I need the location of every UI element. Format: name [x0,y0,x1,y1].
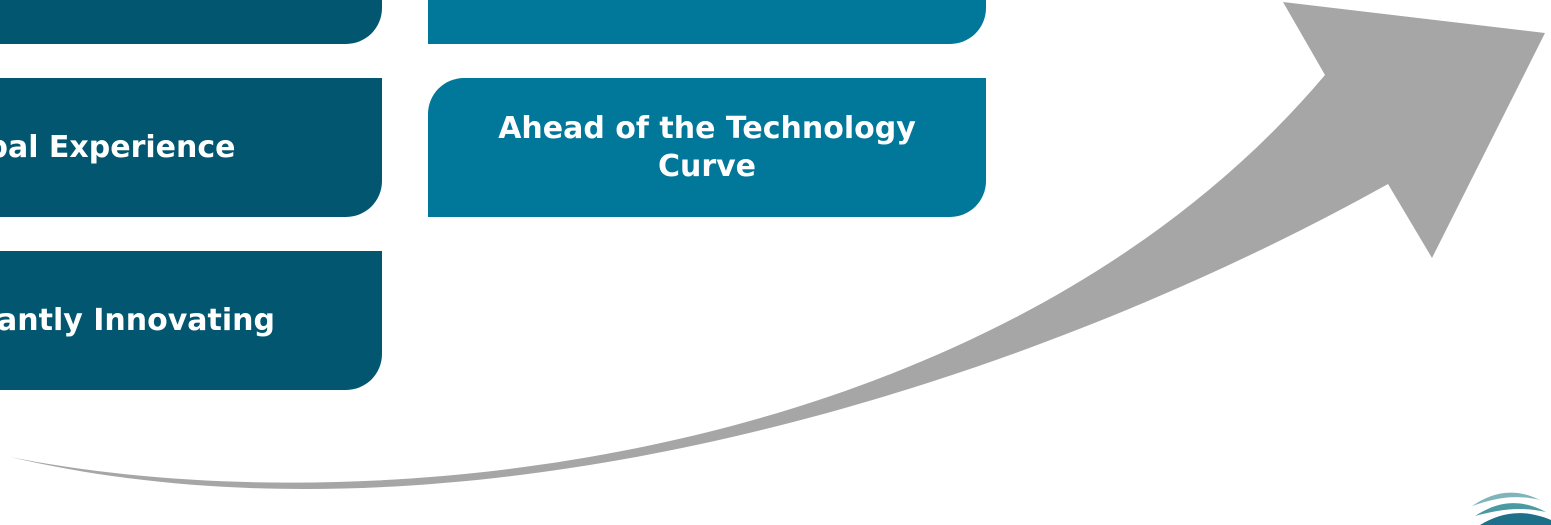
box-technology-curve: Ahead of the Technology Curve [428,78,986,217]
box-constantly-innovating: antly Innovating [0,251,382,390]
box-constantly-innovating-label: antly Innovating [0,302,275,338]
box-global-experience-label: bal Experience [0,129,236,165]
box-top-left [0,0,382,44]
wave-logo-icon [1472,492,1551,525]
growth-arrow [10,2,1545,490]
box-global-experience: bal Experience [0,78,382,217]
box-top-right [428,0,986,44]
box-technology-curve-label: Ahead of the Technology Curve [498,110,916,184]
